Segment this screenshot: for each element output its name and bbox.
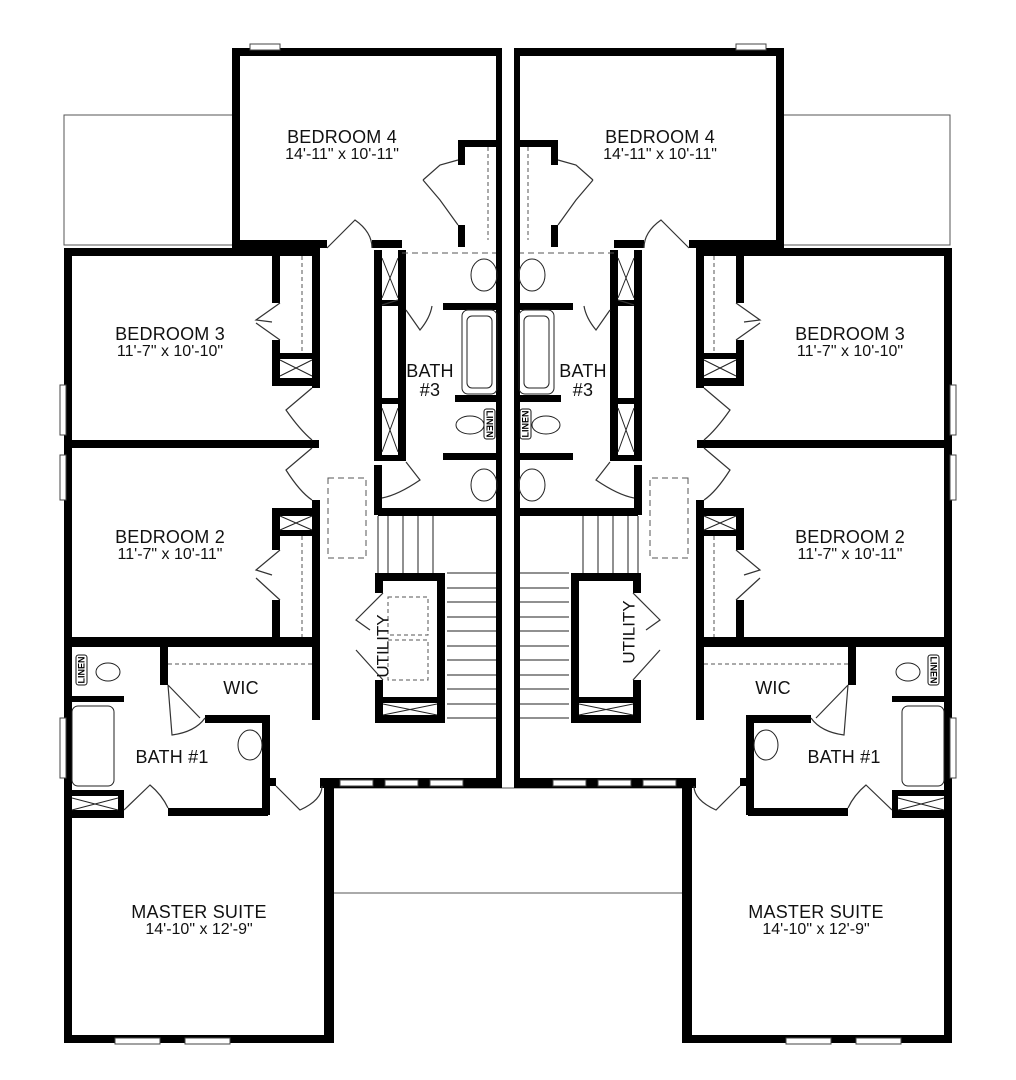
room-label-bath3-left: BATH #3 (406, 362, 453, 400)
room-dimensions: 14'-10" x 12'-9" (145, 920, 253, 938)
room-dimensions: 11'-7" x 10'-10" (796, 342, 904, 360)
room-label-bedroom2-left: BEDROOM 2 11'-7" x 10'-11" (115, 528, 225, 564)
room-name: BEDROOM 4 (605, 127, 715, 147)
room-name: BEDROOM 3 (115, 324, 225, 344)
room-name: BATH #1 (135, 747, 209, 767)
room-number: #3 (419, 379, 441, 400)
room-label-bedroom2-right: BEDROOM 2 11'-7" x 10'-11" (795, 528, 905, 564)
bathtub-icon (461, 309, 498, 395)
room-label-bath1-right: BATH #1 (807, 748, 880, 767)
room-label-utility-left: UTILITY (373, 614, 393, 678)
room-name: MASTER SUITE (748, 902, 884, 922)
room-label-bedroom4-right: BEDROOM 4 14'-11" x 10'-11" (603, 128, 717, 164)
linen-closet-label: LINEN (483, 408, 496, 440)
room-label-bath3-right: BATH #3 (559, 362, 606, 400)
room-label-bedroom3-left: BEDROOM 3 11'-7" x 10'-10" (115, 325, 225, 361)
sink-icon (237, 729, 263, 761)
left-unit-fixtures (59, 43, 498, 1045)
room-name: BEDROOM 2 (115, 527, 225, 547)
room-number: #3 (572, 379, 594, 400)
room-dimensions: 14'-10" x 12'-9" (762, 920, 870, 938)
right-unit-walls (514, 43, 957, 1045)
room-name: BEDROOM 2 (795, 527, 905, 547)
linen-closet-label: LINEN (927, 654, 940, 686)
room-label-bath1-left: BATH #1 (135, 748, 208, 767)
room-name: BATH #1 (807, 747, 881, 767)
room-dimensions: 11'-7" x 10'-11" (117, 545, 223, 563)
room-name: BEDROOM 3 (795, 324, 905, 344)
room-label-utility-right: UTILITY (619, 600, 639, 664)
room-name: BEDROOM 4 (287, 127, 397, 147)
room-label-master-right: MASTER SUITE 14'-10" x 12'-9" (748, 903, 883, 939)
sink-icon (470, 258, 498, 292)
room-label-bedroom3-right: BEDROOM 3 11'-7" x 10'-10" (795, 325, 905, 361)
room-label-master-left: MASTER SUITE 14'-10" x 12'-9" (131, 903, 266, 939)
roof-outlines (63, 114, 951, 894)
toilet-icon (455, 415, 485, 435)
linen-closet-label: LINEN (75, 654, 88, 686)
bathtub-icon (71, 705, 115, 787)
room-name: WIC (223, 678, 259, 698)
sink-icon (470, 468, 498, 502)
room-name: BATH (406, 361, 454, 381)
toilet-icon (95, 662, 121, 682)
room-dimensions: 11'-7" x 10'-11" (797, 545, 903, 563)
linen-closet-label: LINEN (519, 408, 532, 440)
room-dimensions: 11'-7" x 10'-10" (116, 342, 224, 360)
room-dimensions: 14'-11" x 10'-11" (285, 145, 399, 163)
stairs-icon (377, 516, 496, 719)
room-label-wic-left: WIC (223, 679, 259, 698)
room-name: BATH (559, 361, 607, 381)
room-dimensions: 14'-11" x 10'-11" (603, 145, 717, 163)
room-name: WIC (755, 678, 791, 698)
room-name: MASTER SUITE (131, 902, 267, 922)
room-label-wic-right: WIC (755, 679, 791, 698)
room-label-bedroom4-left: BEDROOM 4 14'-11" x 10'-11" (285, 128, 399, 164)
